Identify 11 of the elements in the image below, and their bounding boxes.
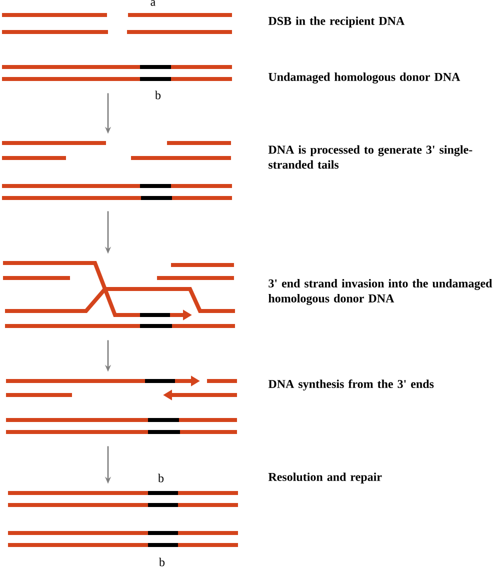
dna-drawing <box>6 376 237 434</box>
dna-drawing <box>8 491 238 547</box>
step-description: Undamaged homologous donor DNA <box>268 72 460 84</box>
step-description: 3' end strand invasion into the undamaged homologous donor DNA <box>268 279 492 305</box>
step-description: DNA is processed to generate 3' single-stranded tails <box>268 145 472 169</box>
step-description: DNA synthesis from the 3' ends <box>268 379 434 391</box>
dna-drawing <box>2 13 232 81</box>
step-description: Resolution and repair <box>268 472 382 484</box>
step-description: DSB in the recipient DNA <box>268 16 405 28</box>
dna-drawing <box>3 261 235 328</box>
dna-drawing <box>2 141 232 200</box>
